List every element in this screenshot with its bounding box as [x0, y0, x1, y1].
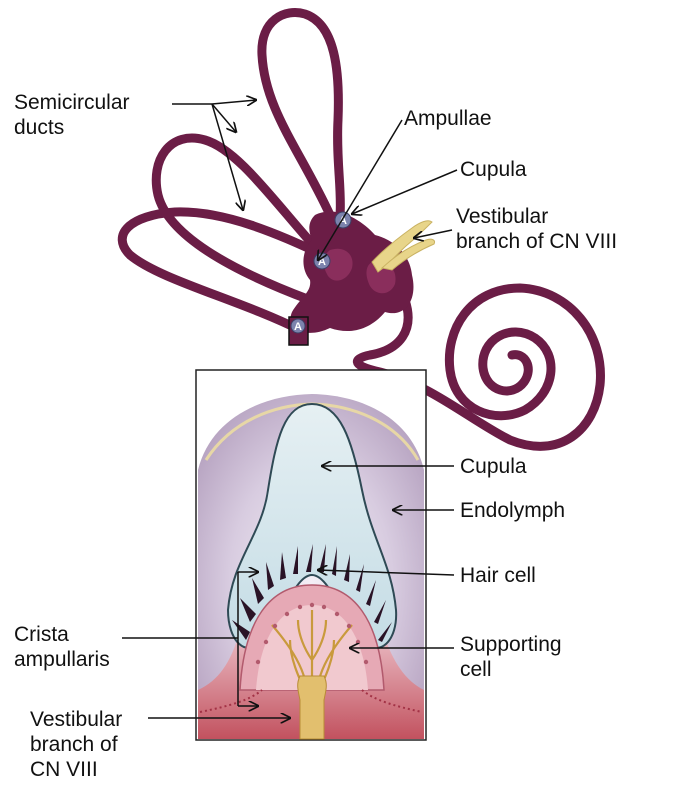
supporting-cell-label: Supporting cell [460, 632, 562, 682]
crista-ampullaris-label: Crista ampullaris [14, 622, 110, 672]
svg-text:A: A [294, 321, 302, 333]
ampulla-marker-1: A [335, 212, 351, 228]
svg-text:A: A [339, 215, 347, 227]
ampulla-marker-3: A [289, 317, 308, 345]
semicircular-ducts-label: Semicircular ducts [14, 90, 130, 140]
ampulla-marker-2: A [314, 253, 330, 269]
hair-cell-label: Hair cell [460, 563, 536, 588]
anterior-semicircular-duct [262, 13, 341, 215]
crista-detail [196, 370, 426, 740]
cupula-detail-label: Cupula [460, 454, 527, 479]
vestibular-bottom-label: Vestibular branch of CN VIII [30, 707, 122, 782]
ampullae-label: Ampullae [404, 106, 492, 131]
cupula-top-label: Cupula [460, 157, 527, 182]
endolymph-label: Endolymph [460, 498, 565, 523]
vestibular-top-label: Vestibular branch of CN VIII [456, 204, 617, 254]
vestibule [291, 212, 414, 333]
